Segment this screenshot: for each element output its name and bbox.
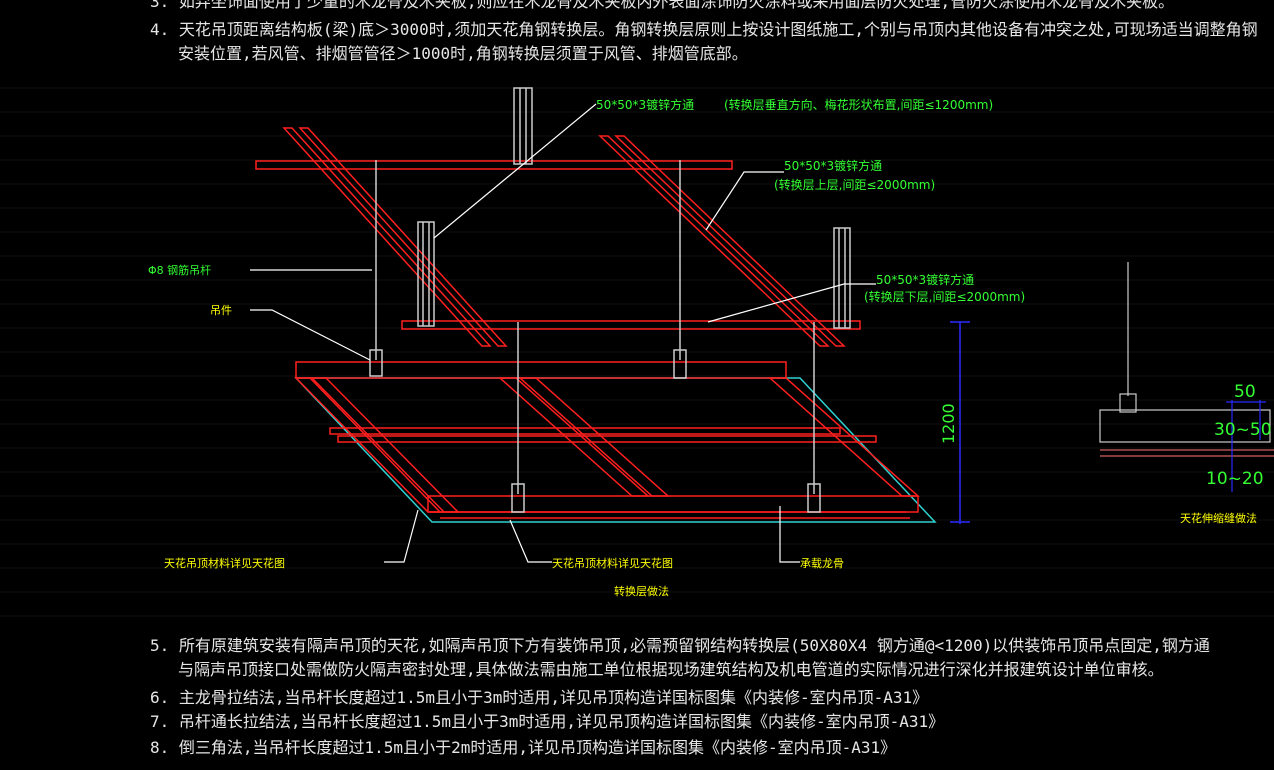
label-ceiling-left: 天花吊顶材料详见天花图 bbox=[164, 556, 285, 570]
background-lines bbox=[0, 87, 1274, 617]
note-6: 6. 主龙骨拉结法,当吊杆长度超过1.5m且小于3m时适用,详见吊顶构造详国标图… bbox=[150, 688, 929, 707]
dimension-50-label: 50 bbox=[1234, 382, 1256, 402]
title-expansion-joint: 天花伸缩缝做法 bbox=[1180, 511, 1257, 525]
label-lower-layer: 50*50*3镀锌方通 bbox=[876, 272, 974, 287]
note-8: 8. 倒三角法,当吊杆长度超过1.5m且小于2m时适用,详见吊顶构造详国标图集《… bbox=[150, 738, 897, 757]
note-7: 7. 吊杆通长拉结法,当吊杆长度超过1.5m且小于3m时适用,详见吊顶构造详国标… bbox=[150, 712, 945, 731]
label-pipe-top: 50*50*3镀锌方通 bbox=[596, 97, 694, 112]
note-4-line-1: 4. 天花吊顶距离结构板(梁)底＞3000时,须加天花角钢转换层。角钢转换层原则… bbox=[150, 20, 1258, 39]
steel-hanger-pipes bbox=[417, 87, 851, 329]
note-5-line-2: 与隔声吊顶接口处需做防火隔声密封处理,具体做法需由施工单位根据现场建筑结构及机电… bbox=[178, 660, 1164, 679]
note-5-line-1: 5. 所有原建筑安装有隔声吊顶的天花,如隔声吊顶下方有装饰吊顶,必需预留钢结构转… bbox=[150, 636, 1210, 655]
hanger-rods bbox=[369, 160, 821, 513]
dimension-1200-label: 1200 bbox=[939, 403, 958, 444]
label-pipe-top-note: (转换层垂直方向、梅花形状布置,间距≤1200mm) bbox=[724, 97, 993, 112]
title-transfer-layer: 转换层做法 bbox=[614, 584, 669, 598]
dimension-1200 bbox=[950, 321, 970, 524]
label-rod: Φ8 钢筋吊杆 bbox=[148, 263, 211, 277]
dimension-30-50-label: 30~50 bbox=[1214, 420, 1272, 440]
label-hanger: 吊件 bbox=[210, 304, 232, 317]
label-upper-layer: 50*50*3镀锌方通 bbox=[784, 158, 882, 173]
dimension-10-20-label: 10~20 bbox=[1206, 469, 1264, 489]
leader-lines bbox=[250, 103, 876, 563]
note-3-partial: 3. 如弃坐饰面使用了少量的木龙骨及木夹板,则应在木龙骨及木夹板内外表面涂饰防火… bbox=[150, 0, 1175, 11]
label-main-keel: 承载龙骨 bbox=[800, 557, 844, 570]
expansion-joint-detail bbox=[1099, 262, 1274, 492]
main-keel-frame bbox=[294, 361, 920, 519]
note-4-line-2: 安装位置,若风管、排烟管管径＞1000时,角钢转换层须置于风管、排烟管底部。 bbox=[178, 44, 748, 63]
upper-transfer-layer bbox=[255, 127, 861, 347]
label-upper-layer-note: (转换层上层,间距≤2000mm) bbox=[774, 177, 935, 192]
label-lower-layer-note: (转换层下层,间距≤2000mm) bbox=[864, 289, 1025, 304]
label-ceiling-mid: 天花吊顶材料详见天花图 bbox=[552, 556, 673, 570]
